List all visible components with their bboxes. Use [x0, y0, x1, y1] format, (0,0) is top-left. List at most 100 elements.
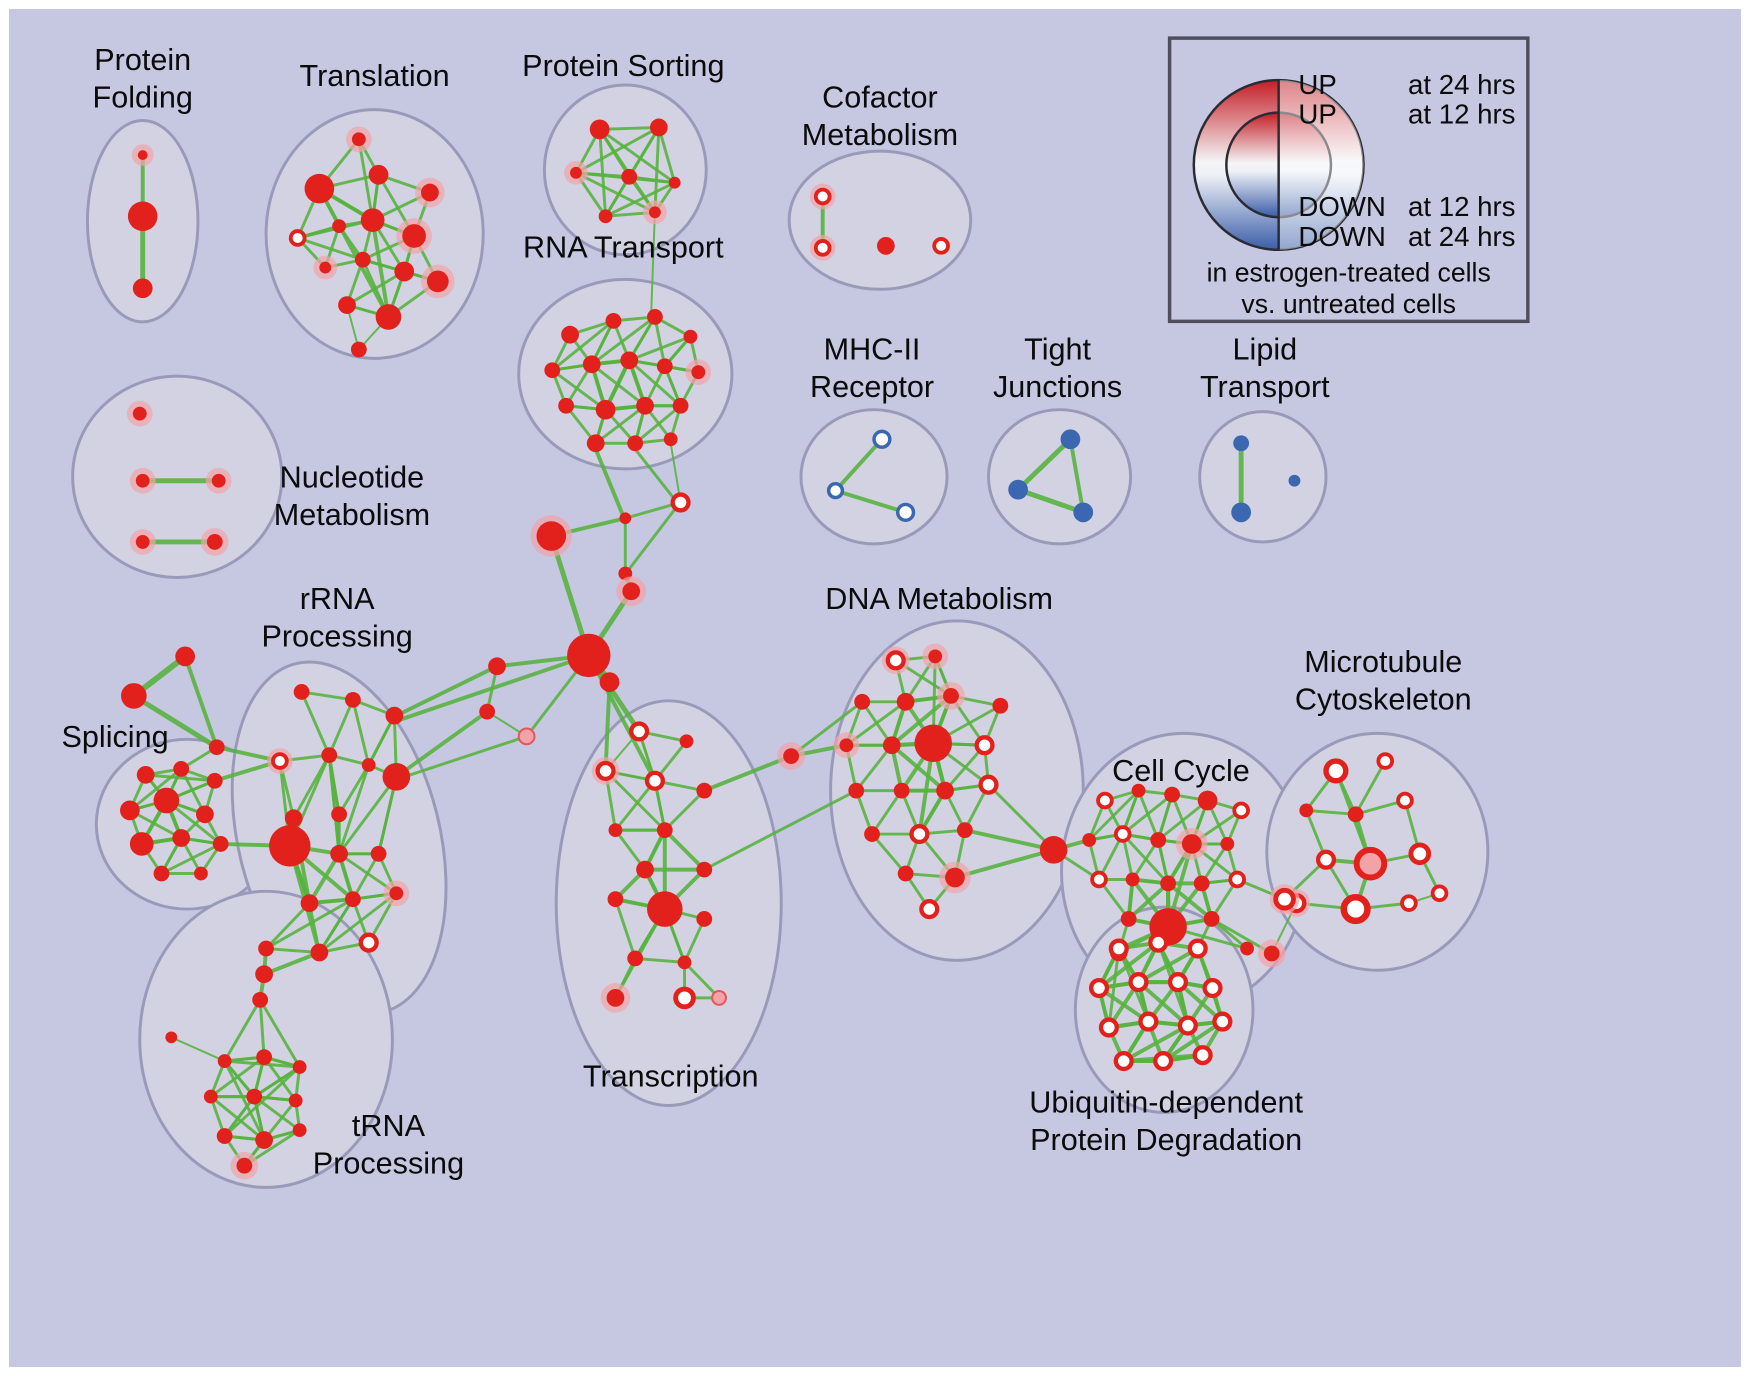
network-node	[208, 739, 225, 756]
network-edge	[327, 698, 355, 757]
network-edge	[1015, 436, 1073, 493]
network-node	[255, 1131, 273, 1149]
network-edge	[337, 763, 371, 816]
network-edge	[593, 447, 626, 519]
network-node	[1232, 801, 1250, 820]
network-node	[284, 809, 303, 828]
network-edge	[223, 998, 262, 1063]
network-node	[564, 160, 588, 185]
network-node	[598, 209, 613, 224]
network-node	[330, 844, 348, 863]
network-edge	[586, 653, 657, 783]
network-node	[582, 355, 601, 374]
network-edge	[702, 789, 858, 872]
network-node	[567, 633, 611, 678]
network-edge	[683, 960, 721, 1000]
network-node	[627, 950, 644, 967]
network-edge	[351, 698, 371, 767]
network-edge	[1354, 759, 1387, 816]
network-node	[310, 943, 329, 962]
legend-down-12-time: at 12 hrs	[1408, 191, 1516, 222]
network-edge	[262, 950, 322, 977]
network-node	[331, 806, 347, 823]
network-node	[1376, 752, 1395, 770]
cluster-label-rrna-processing: rRNA	[300, 582, 375, 616]
network-node	[1315, 849, 1337, 870]
network-node	[1008, 479, 1028, 500]
network-node	[586, 434, 605, 453]
network-edge	[317, 891, 398, 954]
network-node	[153, 787, 180, 814]
network-node	[636, 396, 654, 415]
network-edge	[604, 769, 667, 832]
network-node	[558, 397, 574, 414]
network-edge	[870, 789, 904, 836]
network-node	[321, 747, 338, 764]
network-edge	[683, 917, 706, 964]
network-edge	[653, 315, 667, 368]
network-node	[1082, 833, 1097, 847]
network-node	[212, 836, 229, 852]
legend-box: UP at 24 hrs UP at 12 hrs DOWN at 12 hrs…	[1167, 36, 1530, 324]
network-edge	[657, 125, 677, 185]
network-edge	[598, 127, 608, 218]
network-node	[129, 529, 156, 555]
network-edge	[854, 743, 894, 793]
network-edge	[598, 125, 661, 131]
network-edge	[962, 828, 1056, 852]
network-node	[1098, 1017, 1119, 1038]
cluster-label-cofactor-metabolism: Metabolism	[802, 118, 958, 152]
network-edge	[633, 404, 683, 445]
network-edge	[663, 789, 706, 832]
network-node	[252, 991, 269, 1008]
network-node	[809, 183, 836, 210]
network-node	[599, 672, 620, 692]
network-node	[670, 492, 691, 513]
network-node	[1148, 932, 1169, 953]
network-edge	[833, 437, 884, 493]
network-node	[332, 219, 347, 234]
network-node	[196, 805, 214, 824]
network-node	[893, 782, 910, 799]
network-edge	[574, 171, 657, 214]
network-node	[1197, 790, 1218, 811]
network-node	[937, 682, 965, 710]
network-node	[589, 119, 610, 140]
network-node	[313, 255, 338, 280]
network-node	[1353, 846, 1388, 881]
network-edge	[170, 1036, 226, 1063]
network-edge	[357, 137, 375, 222]
network-node	[1340, 893, 1371, 925]
network-node	[132, 278, 153, 299]
network-node	[258, 940, 274, 957]
network-edge	[649, 211, 656, 320]
network-edge	[307, 851, 342, 906]
cluster-label-tight-junctions: Tight	[1024, 332, 1091, 366]
network-node	[1125, 872, 1140, 887]
network-edge	[223, 1059, 266, 1142]
network-node	[1039, 836, 1068, 864]
network-edge	[264, 901, 311, 951]
network-node	[919, 899, 940, 920]
network-node	[677, 955, 692, 970]
network-node	[668, 176, 681, 189]
legend-caption-line1: in estrogen-treated cells	[1207, 257, 1491, 287]
network-edge	[398, 653, 591, 722]
network-edge	[594, 404, 647, 445]
network-node	[605, 312, 622, 329]
network-edge	[1087, 789, 1140, 842]
network-node	[421, 264, 455, 299]
network-edge	[394, 664, 499, 718]
network-edge	[144, 773, 217, 783]
network-node	[1108, 938, 1129, 959]
network-edge	[1126, 881, 1171, 921]
network-node	[882, 736, 901, 755]
network-node	[1193, 875, 1210, 892]
cluster-label-ubiquitin-degradation: Ubiquitin-dependent	[1029, 1085, 1303, 1119]
network-node	[1400, 894, 1418, 912]
network-node	[200, 528, 229, 556]
legend-down-24-label: DOWN	[1298, 221, 1385, 252]
network-node	[217, 1054, 232, 1068]
network-node	[621, 168, 638, 185]
network-node	[956, 822, 973, 839]
